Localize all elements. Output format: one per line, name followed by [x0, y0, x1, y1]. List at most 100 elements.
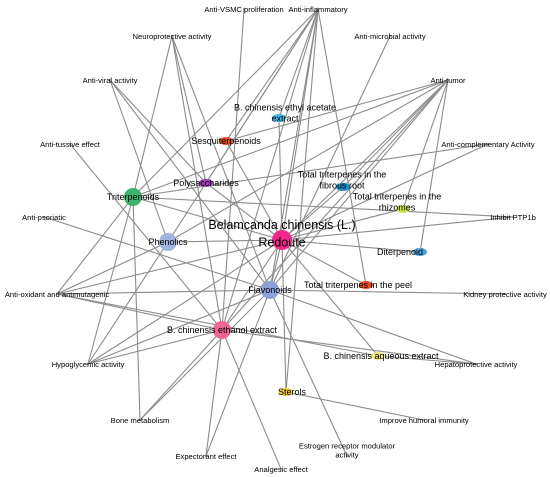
edge-aqueous-hepatoprotective	[377, 355, 477, 365]
edge-ethanol-hepatoprotective	[221, 329, 477, 365]
label-expectorant: Expectorant effect	[175, 452, 237, 461]
edge-center-polysaccharides	[205, 182, 283, 241]
edge-flavonoids-expectorant	[205, 289, 271, 457]
edge-center-aqueous	[281, 239, 379, 357]
label-estrogen-line-1: activity	[335, 451, 358, 460]
edge-ethanol-anti_inflammatory	[221, 8, 319, 331]
edge-sterols-immunity	[285, 391, 425, 421]
label-neuroprotective-line-0: Neuroprotective activity	[133, 32, 212, 41]
edge-flavonoids-hypoglycemic	[87, 289, 271, 365]
node-phenolics	[159, 233, 177, 251]
node-tt_rhizomes	[396, 205, 410, 213]
edges-layer	[43, 8, 514, 470]
label-tt_fibrous-line-1: fibrous root	[319, 180, 365, 190]
label-center: Belamcanda chinensis (L.)Redoute	[208, 218, 355, 249]
label-hypoglycemic: Hypoglycemic activity	[52, 360, 125, 369]
label-hepatoprotective-line-0: Hepatoprotective activity	[435, 360, 518, 369]
label-anti_complementary-line-0: Anti-complementary Activity	[441, 140, 534, 149]
label-sesquiterpenoids: Sesquiterpenoids	[191, 136, 261, 146]
label-anti_microbial: Anti-microbial activity	[354, 32, 426, 41]
label-immunity: Improve humoral immunity	[379, 416, 469, 425]
edge-sesquiterpenoids-anti_inflammatory	[225, 8, 319, 142]
label-anti_tussive: Anti-tussive effect	[40, 140, 101, 149]
node-anti_inflammatory	[316, 7, 320, 11]
label-analgesic: Analgesic effect	[254, 465, 308, 474]
label-anti_oxidant: Anti-oxidant and antimutagenic	[5, 290, 109, 299]
label-immunity-line-0: Improve humoral immunity	[379, 416, 469, 425]
label-center-line-1: Redoute	[258, 235, 305, 249]
edge-triterpenoids-neuroprotective	[132, 35, 173, 198]
edge-ethanol-hypoglycemic	[87, 329, 223, 365]
node-flavonoids	[261, 281, 279, 299]
label-anti_viral: Anti-viral activity	[83, 76, 138, 85]
edge-center-anti_inflammatory	[281, 8, 319, 241]
label-aqueous-line-0: B. chinensis aqueous extract	[323, 351, 439, 361]
node-triterpenoids	[124, 188, 142, 206]
label-inhibit_ptp1b-line-0: Inhibit PTP1b	[490, 213, 536, 222]
node-ethanol	[213, 321, 231, 339]
label-anti_psoriatic-line-0: Anti-psoriatic	[22, 213, 66, 222]
label-estrogen-line-0: Estrogen receptor modulator	[299, 441, 396, 450]
edge-center-anti_oxidant	[56, 239, 283, 295]
label-anti_complementary: Anti-complementary Activity	[441, 140, 534, 149]
edge-flavonoids-neuroprotective	[171, 35, 271, 291]
edge-center-phenolics	[167, 239, 283, 243]
label-kidney-line-0: Kidney protective activity	[463, 290, 547, 299]
node-sesquiterpenoids	[219, 137, 233, 145]
node-anti_viral	[108, 78, 112, 82]
edge-ethanol-analgesic	[221, 329, 282, 470]
edge-triterpenoids-bone	[132, 196, 141, 421]
edge-center-diterpenoid	[281, 239, 421, 253]
label-diterpenoid-line-0: Diterpenoid	[377, 247, 423, 257]
label-triterpenoids-line-0: Triterpenoids	[107, 192, 160, 202]
node-diterpenoid	[413, 248, 427, 256]
node-immunity	[422, 418, 426, 422]
node-anti_tumor	[446, 78, 450, 82]
label-bone-line-0: Bone metabolism	[111, 416, 170, 425]
node-polysaccharides	[199, 179, 213, 187]
node-center	[272, 230, 292, 250]
edge-center-anti_complementary	[281, 143, 489, 241]
edge-triterpenoids-anti_complementary	[132, 143, 489, 198]
node-anti_tussive	[68, 142, 72, 146]
label-ethanol-line-0: B. chinensis ethanol extract	[167, 325, 278, 335]
node-anti_oxidant	[55, 292, 59, 296]
label-tt_rhizomes-line-0: Total triterpenes in the	[353, 192, 442, 202]
node-sterols	[279, 388, 293, 396]
label-hepatoprotective: Hepatoprotective activity	[435, 360, 518, 369]
node-anti_microbial	[388, 34, 392, 38]
label-anti_vsmc-line-0: Anti-VSMC proliferation	[204, 5, 283, 14]
label-ethyl_acetate-line-0: B. chinensis ethyl acetate	[234, 103, 336, 113]
edge-tt_fibrous-anti_tumor	[342, 79, 449, 188]
edge-phenolics-anti_tumor	[167, 79, 449, 243]
node-anti_psoriatic	[42, 215, 46, 219]
edge-flavonoids-hepatoprotective	[269, 289, 477, 365]
node-anti_complementary	[486, 142, 490, 146]
node-ethyl_acetate	[272, 114, 286, 122]
label-tt_fibrous-line-0: Total triterpenes in the	[298, 170, 387, 180]
label-analgesic-line-0: Analgesic effect	[254, 465, 308, 474]
node-hepatoprotective	[474, 362, 478, 366]
label-sesquiterpenoids-line-0: Sesquiterpenoids	[191, 136, 261, 146]
edge-center-sesquiterpenoids	[225, 140, 283, 241]
label-aqueous: B. chinensis aqueous extract	[323, 351, 439, 361]
label-sterols-line-0: Sterols	[278, 387, 307, 397]
edge-triterpenoids-anti_tumor	[132, 79, 449, 198]
node-kidney	[503, 292, 507, 296]
edge-center-anti_tumor	[281, 79, 449, 241]
label-triterpenoids: Triterpenoids	[107, 192, 160, 202]
label-tt_peel-line-0: Total triterpenes in the peel	[304, 280, 412, 290]
label-anti_viral-line-0: Anti-viral activity	[83, 76, 138, 85]
node-aqueous	[371, 352, 385, 360]
label-flavonoids: Flavonoids	[248, 285, 292, 295]
edge-center-sterols	[281, 239, 287, 393]
labels-layer: Belamcanda chinensis (L.)RedouteFlavonoi…	[5, 5, 547, 474]
edge-sesquiterpenoids-anti_tumor	[225, 79, 449, 142]
edge-flavonoids-kidney	[269, 289, 506, 295]
label-inhibit_ptp1b: Inhibit PTP1b	[490, 213, 536, 222]
edge-ethanol-anti_tussive	[69, 143, 223, 331]
edge-flavonoids-anti_microbial	[269, 35, 391, 291]
